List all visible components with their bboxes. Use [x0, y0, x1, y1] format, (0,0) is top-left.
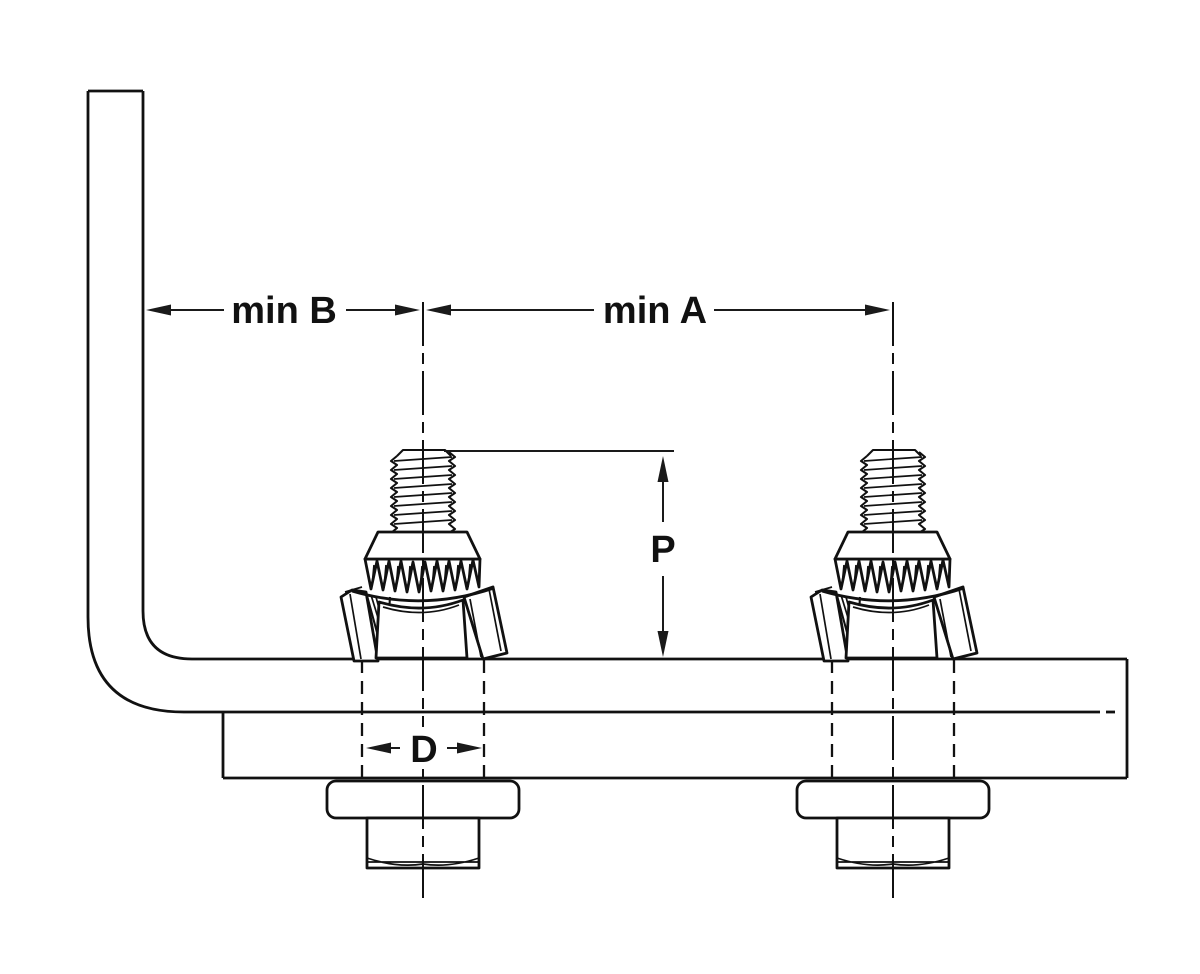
min-b-label: min B [231, 290, 337, 332]
min-a-arrow-left [426, 304, 451, 316]
min-b-arrow-left [146, 304, 171, 316]
min-b-arrow-right [395, 304, 420, 316]
p-arrow-up [657, 456, 669, 482]
min-a-label: min A [603, 290, 707, 332]
dimension-diameter-d: D [366, 727, 482, 771]
angle-bracket [86, 89, 1127, 714]
d-arrow-left [366, 742, 391, 754]
dimension-projection-p: P [444, 450, 676, 657]
p-label: P [650, 529, 675, 571]
d-label-halo [405, 727, 442, 769]
dimension-min-a: min A [426, 290, 890, 332]
stud-assembly-left [325, 300, 521, 904]
d-arrow-right [457, 742, 482, 754]
dimension-min-b: min B [146, 290, 420, 332]
base-plate [221, 659, 1129, 780]
angle-inner-edge [141, 91, 193, 661]
angle-outer-edge [86, 91, 185, 714]
stud-assembly-right [795, 300, 991, 904]
min-a-arrow-right [865, 304, 890, 316]
p-arrow-down [657, 631, 669, 657]
d-label: D [410, 729, 437, 771]
